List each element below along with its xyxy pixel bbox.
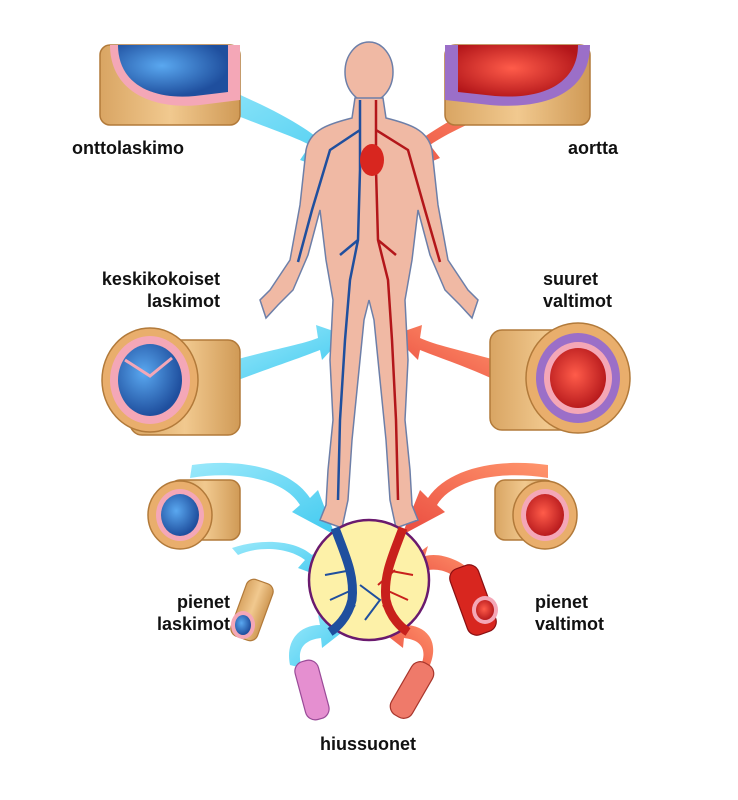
body-heart [360, 144, 384, 176]
vessel-vena-cava [99, 44, 241, 126]
label-small-veins-line2: laskimot [156, 614, 230, 634]
arrow-small-veins-upper [190, 462, 335, 535]
body-veins [296, 100, 362, 501]
vessel-medium-veins [101, 327, 241, 436]
label-small-veins: pienet laskimot [120, 591, 230, 635]
label-small-arteries-line2: valtimot [535, 614, 605, 634]
arrow-small-arteries-upper [402, 462, 548, 535]
vessel-small-arteries-upper [494, 479, 578, 550]
human-body [259, 41, 479, 529]
label-large-arteries-line1: suuret [543, 269, 599, 289]
vessel-large-arteries [489, 322, 631, 434]
label-large-arteries: suuret valtimot [543, 268, 612, 312]
body-head [344, 41, 394, 103]
arrow-large-arteries [393, 325, 495, 380]
label-vena-cava: onttolaskimo [72, 138, 185, 158]
vessel-aorta [444, 44, 591, 126]
capillary-network [307, 518, 431, 642]
label-medium-veins: keskikokoiset laskimot [67, 268, 220, 312]
label-medium-veins-line1: keskikokoiset [101, 269, 220, 289]
label-large-arteries-line2: valtimot [543, 291, 613, 311]
label-small-arteries-line1: pienet [535, 592, 589, 612]
arrow-small-veins-lower [232, 541, 330, 580]
vessel-small-arteries-lower [449, 564, 498, 636]
label-medium-veins-line2: laskimot [146, 291, 220, 311]
label-small-arteries: pienet valtimot [535, 591, 604, 635]
vessel-small-veins-upper [147, 479, 241, 550]
arrow-medium-veins [235, 325, 345, 380]
label-capillaries: hiussuonet [319, 734, 416, 754]
capillary-tubes [294, 659, 435, 721]
vessel-small-veins-lower [230, 578, 274, 642]
label-aorta: aortta [568, 138, 619, 158]
label-small-veins-line1: pienet [176, 592, 230, 612]
